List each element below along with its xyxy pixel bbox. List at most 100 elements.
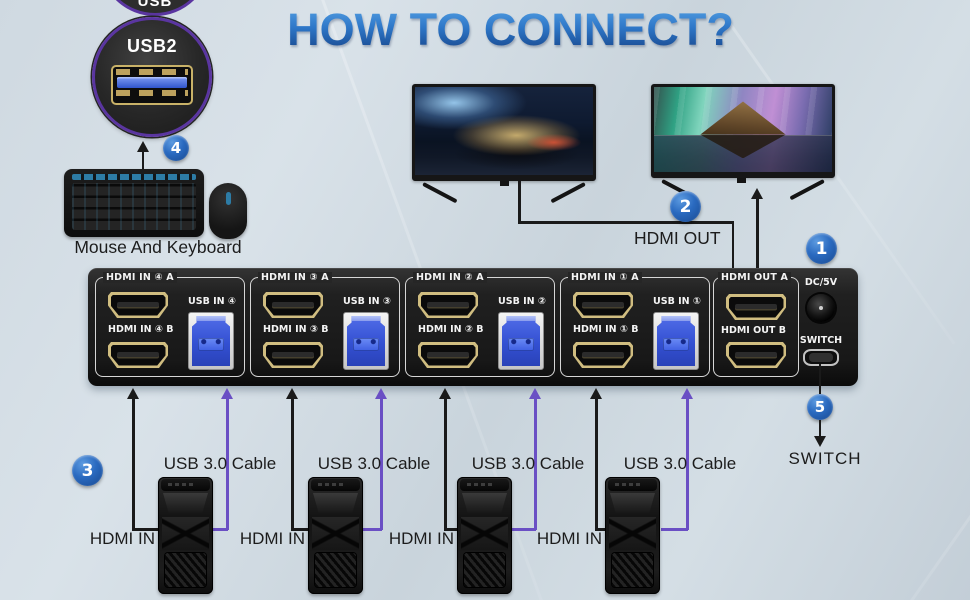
switch-arrow-line: [818, 420, 821, 437]
hdmi-cable: [444, 398, 447, 530]
hdmi-out-cable-right: [756, 198, 759, 268]
tower-front-panel: [313, 493, 358, 515]
usb-a-contacts: [116, 90, 188, 96]
hdmi-slot: [272, 302, 314, 307]
hdmi-out-cable-left: [731, 221, 734, 268]
hdmi-in-label-4: HDMI IN: [536, 529, 602, 548]
tower-grille: [464, 553, 505, 587]
output-section: HDMI OUT A HDMI OUT B: [713, 272, 799, 377]
usb-arrowhead: [221, 388, 233, 399]
hdmi-slot: [582, 302, 624, 307]
computer-tower-2: [308, 477, 363, 594]
usb-arrowhead: [375, 388, 387, 399]
mouse-scroll-wheel: [225, 192, 231, 205]
tower-grille: [612, 553, 653, 587]
usb-arrowhead: [681, 388, 693, 399]
hdmi-in-a-label: HDMI IN ④ A: [103, 272, 177, 283]
hdmi-cable: [595, 398, 598, 530]
kvm-switch-device: HDMI IN ④ A USB IN ④ HDMI IN ④ B HDMI IN…: [88, 268, 858, 386]
racing-car-wallpaper: [415, 87, 593, 175]
hdmi-arrowhead: [439, 388, 451, 399]
mouse-keyboard-label: Mouse And Keyboard: [74, 237, 242, 257]
usb-a-contacts: [116, 69, 188, 75]
switch-micro-usb-port: [803, 349, 839, 366]
page-title: HOW TO CONNECT?: [278, 4, 743, 56]
input-section-2: HDMI IN ② A USB IN ② HDMI IN ② B: [405, 272, 555, 377]
step-badge-3: 3: [72, 455, 103, 486]
usb-in-label: USB IN ②: [498, 296, 546, 307]
tower-front-panel: [163, 493, 208, 515]
usb-cable: [661, 528, 688, 531]
usb-b-plug: [192, 316, 230, 366]
monitor-right: [651, 84, 835, 178]
hdmi-cable: [444, 528, 458, 531]
hdmi-out-label: HDMI OUT: [634, 228, 721, 248]
monitor-left-leg: [550, 182, 586, 204]
usb-b-plug: [347, 316, 385, 366]
usb-in-label: USB IN ①: [653, 296, 701, 307]
hdmi-slot: [117, 352, 159, 357]
usb-in-label: USB IN ③: [343, 296, 391, 307]
dc-jack-pin: [819, 306, 823, 310]
tower-front-panel: [610, 493, 655, 515]
hdmi-cable: [595, 528, 606, 531]
dc-power-label: DC/5V: [804, 277, 838, 288]
usb-cable: [512, 528, 536, 531]
tower-top: [161, 479, 210, 491]
hdmi-slot: [735, 304, 777, 309]
hdmi-arrowhead: [286, 388, 298, 399]
switch-arrowhead: [814, 436, 826, 447]
usb-b-plug: [502, 316, 540, 366]
step-badge-5: 5: [807, 394, 833, 420]
usb-cable-label-4: USB 3.0 Cable: [623, 454, 737, 473]
hdmi-in-b-label: HDMI IN ① B: [573, 324, 639, 335]
usb-in-label: USB IN ④: [188, 296, 236, 307]
switch-port-label: SWITCH: [799, 335, 843, 346]
hdmi-slot: [117, 302, 159, 307]
usb-b-pins: [508, 338, 534, 351]
usb2-inset-clipped-label: USB: [137, 0, 173, 10]
hdmi-in-label-2: HDMI IN: [239, 529, 305, 548]
tower-x-accent: [609, 517, 656, 550]
hdmi-slot: [272, 352, 314, 357]
keyboard: [64, 169, 204, 237]
arrowhead-to-monitor-right: [751, 188, 763, 199]
usb-b-pins: [663, 338, 689, 351]
hdmi-in-a-label: HDMI IN ① A: [568, 272, 642, 283]
hdmi-in-b-port: [263, 342, 323, 368]
usb-a-blue-tongue: [117, 77, 187, 88]
hdmi-in-a-port: [108, 292, 168, 318]
usb-arrowhead: [529, 388, 541, 399]
input-section-1: HDMI IN ① A USB IN ① HDMI IN ① B: [560, 272, 710, 377]
hdmi-in-label-1: HDMI IN: [89, 529, 155, 548]
tower-top: [460, 479, 509, 491]
hdmi-out-a-port: [726, 294, 786, 320]
hdmi-cable: [291, 398, 294, 530]
usb-cable: [534, 398, 537, 530]
keyboard-function-row: [72, 174, 196, 180]
tower-grille: [315, 553, 356, 587]
usb-in-port: [653, 312, 699, 370]
hdmi-out-cable-left: [518, 221, 734, 224]
hdmi-arrowhead: [127, 388, 139, 399]
hdmi-in-b-label: HDMI IN ④ B: [108, 324, 174, 335]
hdmi-in-a-label: HDMI IN ② A: [413, 272, 487, 283]
tower-front-panel: [462, 493, 507, 515]
monitor-left-stand: [500, 181, 509, 186]
usb2-inset-back-circle: USB: [99, 0, 211, 16]
usb-cable-label-2: USB 3.0 Cable: [317, 454, 431, 473]
hdmi-in-a-label: HDMI IN ③ A: [258, 272, 332, 283]
hdmi-out-b-label: HDMI OUT B: [721, 325, 786, 336]
hdmi-slot: [427, 352, 469, 357]
usb-in-port: [498, 312, 544, 370]
hdmi-in-b-port: [108, 342, 168, 368]
hdmi-slot: [427, 302, 469, 307]
mouse: [209, 183, 247, 239]
monitor-left-screen: [415, 87, 593, 175]
usb-a-port: [111, 65, 193, 105]
tower-x-accent: [162, 517, 209, 550]
usb-cable: [363, 528, 382, 531]
usb-cable-label-1: USB 3.0 Cable: [163, 454, 277, 473]
hdmi-slot: [735, 352, 777, 357]
computer-tower-3: [457, 477, 512, 594]
